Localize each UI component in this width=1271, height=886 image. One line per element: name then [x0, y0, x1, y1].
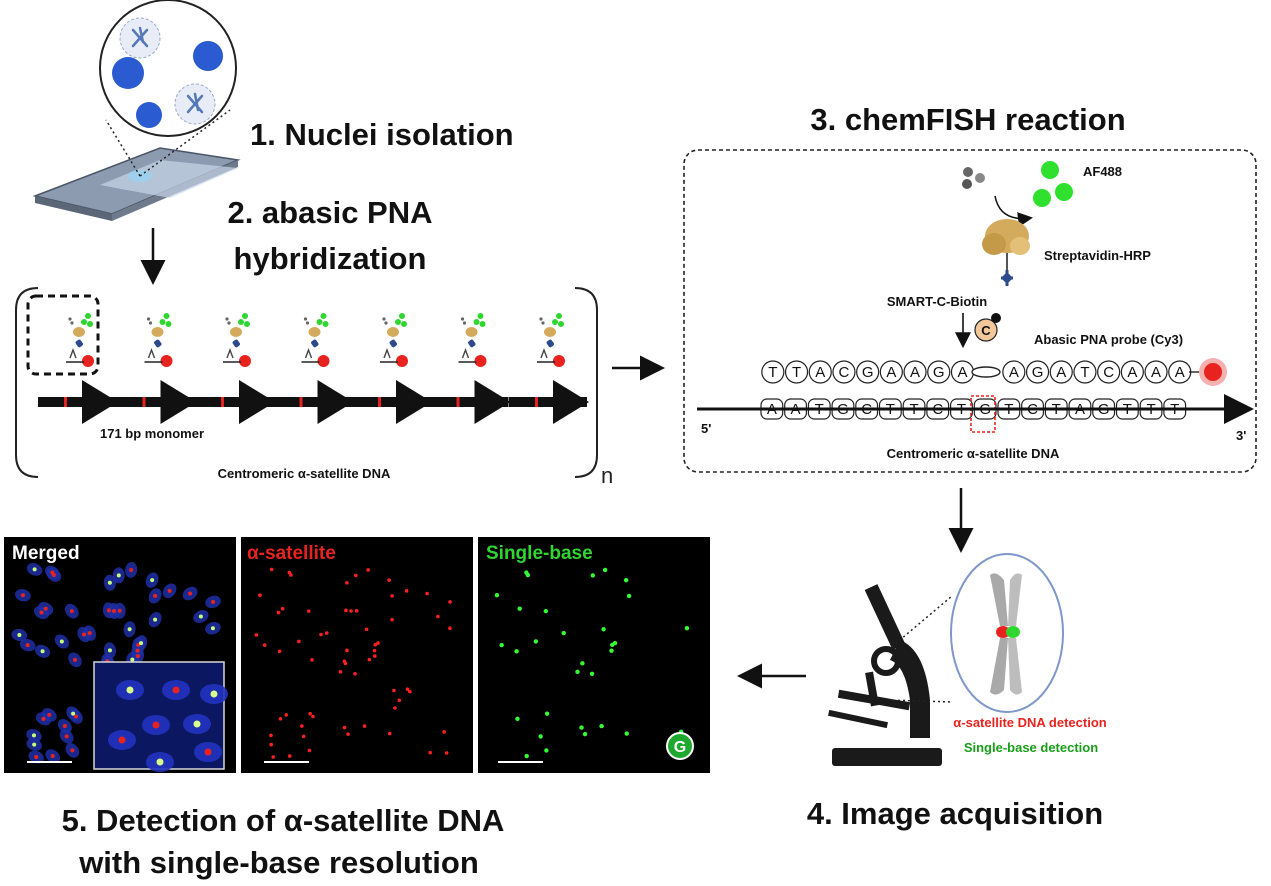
chromosome-icon: [990, 573, 1022, 695]
merged-label: Merged: [12, 543, 80, 564]
monomer-unit: [116, 313, 197, 424]
svg-text:A: A: [1175, 364, 1185, 381]
right-bracket: [574, 287, 598, 478]
svg-text:G: G: [1032, 364, 1044, 381]
nucleotide-base: A: [903, 360, 927, 384]
five-prime-label: 5': [701, 421, 711, 436]
probe-cartoon-icon: [66, 313, 94, 367]
svg-text:A: A: [910, 364, 920, 381]
monomer-unit: [352, 313, 432, 424]
nucleotide-base: A: [1002, 360, 1026, 384]
svg-text:T: T: [792, 364, 801, 381]
nucleotide-base: C: [1097, 360, 1121, 384]
nucleotide-base: A: [808, 360, 832, 384]
nucleotide-base: C: [832, 360, 856, 384]
nucleotide-base: T: [1073, 360, 1097, 384]
svg-text:G: G: [862, 364, 874, 381]
c-badge-icon: C: [974, 313, 1001, 342]
monomer-label: 171 bp monomer: [100, 426, 204, 441]
probe-label: Abasic PNA probe (Cy3): [1034, 332, 1183, 347]
panel3-dna-label: Centromeric α-satellite DNA: [887, 446, 1060, 461]
left-bracket: [15, 287, 39, 478]
probe-cartoon-icon: [223, 313, 251, 367]
step4-title: 4. Image acquisition: [807, 796, 1103, 831]
nucleotide-base: T: [784, 360, 809, 384]
svg-text:A: A: [886, 364, 896, 381]
svg-text:A: A: [957, 364, 967, 381]
svg-text:C: C: [839, 364, 850, 381]
nucleotide-base: G: [927, 360, 951, 384]
svg-text:A: A: [1056, 364, 1066, 381]
zoom-line-bottom: [887, 699, 953, 703]
three-prime-label: 3': [1236, 428, 1246, 443]
probe-cartoon-icon: [144, 313, 173, 367]
g-badge-icon: G: [666, 732, 694, 760]
svg-text:A: A: [1127, 364, 1137, 381]
nucleotide-base: A: [1168, 360, 1192, 384]
streptavidin-hrp-icon: [982, 219, 1030, 286]
microscope-icon: [828, 584, 942, 766]
alpha-detection-label: α-satellite DNA detection: [953, 715, 1106, 730]
step1-title: 1. Nuclei isolation: [250, 117, 514, 152]
svg-text:T: T: [768, 364, 777, 381]
af488-label: AF488: [1083, 164, 1122, 179]
svg-text:A: A: [815, 364, 825, 381]
monomer-unit: [509, 313, 589, 424]
af488-dots: [1033, 161, 1073, 207]
monomer-units: [38, 313, 589, 424]
step5-title-line1: 5. Detection of α-satellite DNA: [62, 803, 505, 838]
probe-cartoon-icon: [537, 313, 565, 367]
svg-text:T: T: [1080, 364, 1089, 381]
svg-text:C: C: [1103, 364, 1114, 381]
monomer-unit: [430, 313, 511, 424]
panel2-dna-label: Centromeric α-satellite DNA: [218, 466, 391, 481]
abasic-site: [971, 366, 1001, 378]
first-unit-highlight: [26, 294, 100, 376]
monomer-unit: [38, 313, 118, 424]
repeat-n-label: n: [601, 463, 613, 488]
reaction-curve-arrow: [994, 195, 1033, 228]
step3-title: 3. chemFISH reaction: [810, 102, 1125, 137]
svg-text:A: A: [1151, 364, 1161, 381]
nucleotide-base: A: [1049, 360, 1073, 384]
single-base-label: Single-base: [486, 543, 593, 564]
zoom-line-top: [887, 595, 953, 651]
substrate-dots: [962, 167, 985, 189]
g-badge-text: G: [674, 739, 686, 756]
chemfish-reaction-box: [683, 149, 1257, 473]
nucleotide-base: A: [879, 360, 903, 384]
nuclei-slide-illustration: [32, 0, 241, 221]
alpha-spots: [254, 567, 452, 759]
alpha-micrograph: [241, 537, 473, 773]
inset-spots: [108, 680, 228, 772]
single-spots: [494, 567, 690, 759]
target-g-highlight: [970, 395, 996, 433]
svg-text:A: A: [1009, 364, 1019, 381]
nucleotide-base: G: [1025, 360, 1050, 384]
nucleotide-base: T: [761, 360, 785, 384]
streptavidin-label: Streptavidin-HRP: [1044, 248, 1151, 263]
single-detection-label: Single-base detection: [964, 740, 1098, 755]
step2-title-line1: 2. abasic PNA: [227, 195, 432, 230]
step2-title-line2: hybridization: [234, 241, 427, 276]
c-badge-text: C: [981, 323, 991, 338]
nucleotide-base: G: [856, 360, 880, 384]
cy3-dot: [1204, 363, 1222, 381]
step5-title-line2: with single-base resolution: [78, 845, 479, 880]
monomer-unit: [195, 313, 275, 424]
nucleotide-base: A: [1120, 360, 1144, 384]
monomer-unit: [273, 313, 354, 424]
probe-cartoon-icon: [380, 313, 408, 367]
alpha-label: α-satellite: [247, 543, 336, 564]
probe-cartoon-icon: [458, 313, 487, 367]
smart-c-biotin-label: SMART-C-Biotin: [887, 294, 987, 309]
svg-text:G: G: [933, 364, 945, 381]
nucleotide-base: A: [1144, 360, 1168, 384]
probe-cartoon-icon: [301, 313, 330, 367]
nucleotide-base: A: [950, 360, 975, 384]
